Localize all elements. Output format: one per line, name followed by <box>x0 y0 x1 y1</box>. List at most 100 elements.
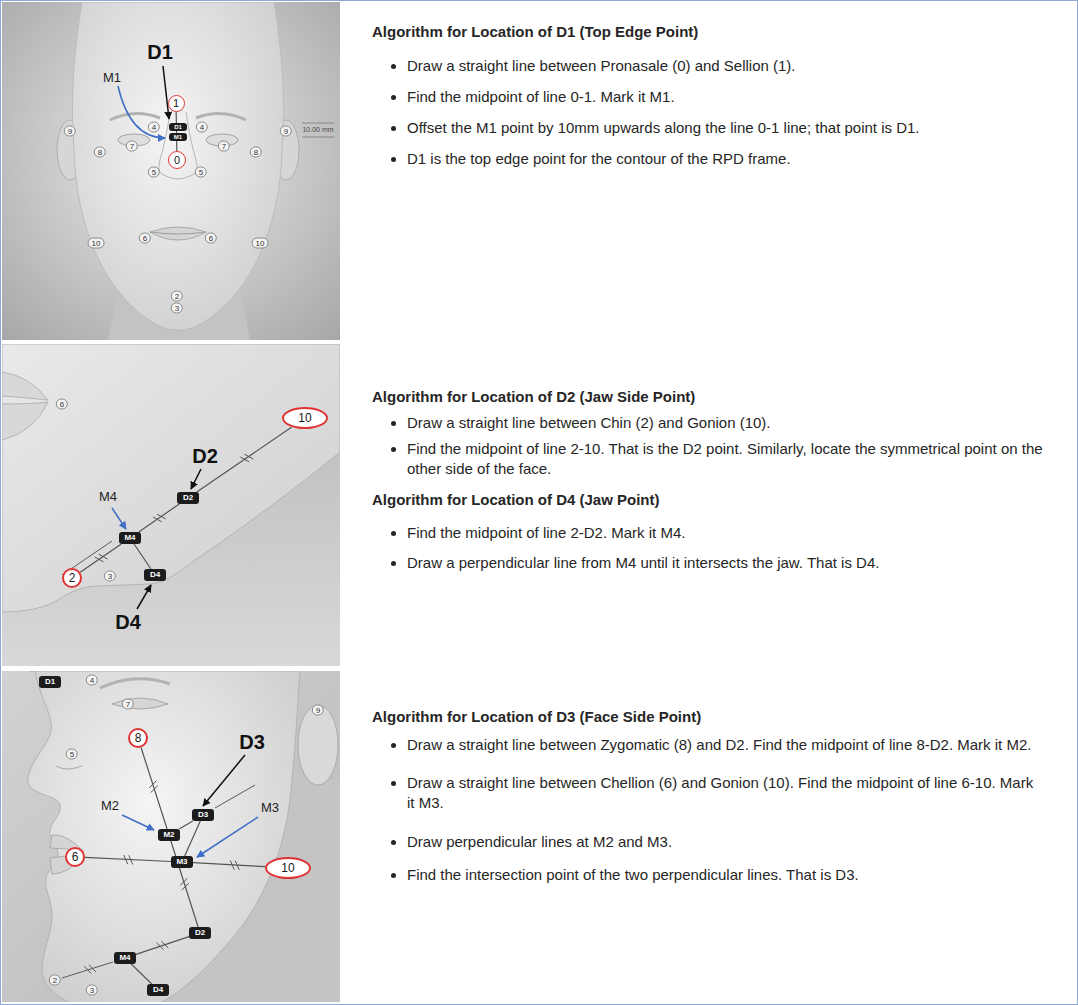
leader-arrow <box>191 469 201 489</box>
leader-arrow <box>197 817 258 857</box>
bullet-list: Find the midpoint of line 2-D2. Mark it … <box>372 523 1044 573</box>
mouth-line <box>150 232 206 234</box>
step-text: Find the midpoint of line 2-D2. Mark it … <box>407 524 685 541</box>
bullet-item: Draw a straight line between Chellion (6… <box>407 773 1044 813</box>
dimension-label: 10.00 mm <box>302 126 333 134</box>
landmark-number: 8 <box>135 732 142 744</box>
landmark-number: 8 <box>250 147 262 158</box>
step-text: Draw a perpendicular line from M4 until … <box>407 554 879 571</box>
point-tag: D2 <box>189 927 211 939</box>
leader-arrow <box>163 66 169 119</box>
neck <box>2 344 340 666</box>
construction-line <box>171 841 198 927</box>
bullet-item: Draw perpendicular lines at M2 and M3. <box>407 832 1044 852</box>
panel-ground <box>2 2 340 340</box>
point-name: M2 <box>163 831 174 839</box>
guide-line <box>215 785 255 808</box>
landmark-number: 6 <box>139 233 151 244</box>
point-tag: M2 <box>158 829 180 841</box>
landmark-circle: 10 <box>282 407 328 429</box>
construction-line <box>80 544 121 572</box>
leader-arrow <box>122 815 154 830</box>
landmark-number: 4 <box>86 675 98 686</box>
lower-lip <box>2 402 48 440</box>
algorithm-section: Algorithm for Location of D3 (Face Side … <box>372 707 1044 885</box>
landmark-circle: 2 <box>62 568 82 588</box>
landmark-number: 4 <box>148 122 160 133</box>
bullet-item: Draw a straight line between Chin (2) an… <box>407 413 1044 433</box>
landmark-number: 6 <box>72 851 79 863</box>
point-label: D3 <box>239 732 265 752</box>
landmark-circle: 1 <box>168 95 185 112</box>
jaw-panel <box>2 344 340 666</box>
point-tag: D4 <box>147 984 169 996</box>
landmark-number: 6 <box>56 399 68 410</box>
point-label: D1 <box>147 42 173 62</box>
landmark-circle: 8 <box>128 728 148 748</box>
point-name: M4 <box>124 534 135 542</box>
landmark-number: 7 <box>218 141 230 152</box>
leader-arrow <box>118 86 165 138</box>
step-text: Offset the M1 point by 10mm upwards alon… <box>407 119 920 136</box>
point-tag: D2 <box>177 492 199 504</box>
leader-arrow <box>137 585 151 609</box>
landmark-number: 10 <box>88 238 105 249</box>
step-text: D1 is the top edge point for the contour… <box>407 150 791 167</box>
point-name: D1 <box>174 124 182 130</box>
ear <box>298 705 338 785</box>
step-text: Draw perpendicular lines at M2 and M3. <box>407 833 672 850</box>
landmark-number: 4 <box>196 122 208 133</box>
bullet-list: Draw a straight line between Pronasale (… <box>372 56 1044 169</box>
point-name: M4 <box>119 954 130 962</box>
step-text: Find the intersection point of the two p… <box>407 866 859 883</box>
point-label: M4 <box>99 490 117 504</box>
front-face-panel <box>2 2 340 340</box>
eye <box>112 698 168 709</box>
landmark-number: 3 <box>171 303 183 314</box>
landmark-number: 9 <box>280 126 292 137</box>
construction-line <box>141 748 167 829</box>
point-tag: D3 <box>192 809 214 821</box>
tick-mark <box>89 965 96 972</box>
landmark-number: 7 <box>126 141 138 152</box>
point-name: M1 <box>174 134 182 140</box>
bullet-item: Draw a straight line between Pronasale (… <box>407 56 1044 76</box>
guide-line <box>62 962 113 978</box>
step-text: Draw a straight line between Chellion (6… <box>407 774 1033 811</box>
point-tag: M3 <box>171 856 193 868</box>
bullet-item: Find the midpoint of line 0-1. Mark it M… <box>407 87 1044 107</box>
construction-line <box>85 857 171 861</box>
point-name: D1 <box>45 678 55 686</box>
landmark-number: 2 <box>171 291 183 302</box>
nostril <box>56 766 82 769</box>
point-name: D2 <box>183 494 193 502</box>
section-heading: Algorithm for Location of D2 (Jaw Side P… <box>372 387 1044 407</box>
point-name: D4 <box>153 986 163 994</box>
point-tag: D1 <box>39 676 61 688</box>
tick-marks <box>84 454 253 973</box>
mouth <box>150 227 206 240</box>
construction-line <box>139 504 180 532</box>
dimension-line <box>302 123 334 137</box>
landmark-number: 10 <box>252 238 269 249</box>
landmark-number: 2 <box>49 975 61 986</box>
section-heading: Algorithm for Location of D1 (Top Edge P… <box>372 22 1044 42</box>
point-name: D3 <box>198 811 208 819</box>
bullet-item: Draw a straight line between Zygomatic (… <box>407 735 1044 755</box>
landmark-circle: 0 <box>168 151 186 169</box>
point-tag: D1 <box>169 123 187 131</box>
leader-arrow <box>203 755 245 806</box>
point-tag: M4 <box>114 952 136 964</box>
landmark-number: 7 <box>122 699 134 710</box>
step-text: Draw a straight line between Zygomatic (… <box>407 736 1031 753</box>
landmark-number: 2 <box>69 572 76 584</box>
bullet-item: Find the midpoint of line 2-D2. Mark it … <box>407 523 1044 543</box>
bullet-list: Draw a straight line between Chin (2) an… <box>372 413 1044 479</box>
landmark-number: 10 <box>281 862 294 874</box>
section-heading: Algorithm for Location of D4 (Jaw Point) <box>372 490 1044 510</box>
step-text: Draw a straight line between Pronasale (… <box>407 57 796 74</box>
landmark-number: 1 <box>173 98 179 109</box>
upper-lip <box>2 372 48 400</box>
landmark-number: 5 <box>195 167 207 178</box>
